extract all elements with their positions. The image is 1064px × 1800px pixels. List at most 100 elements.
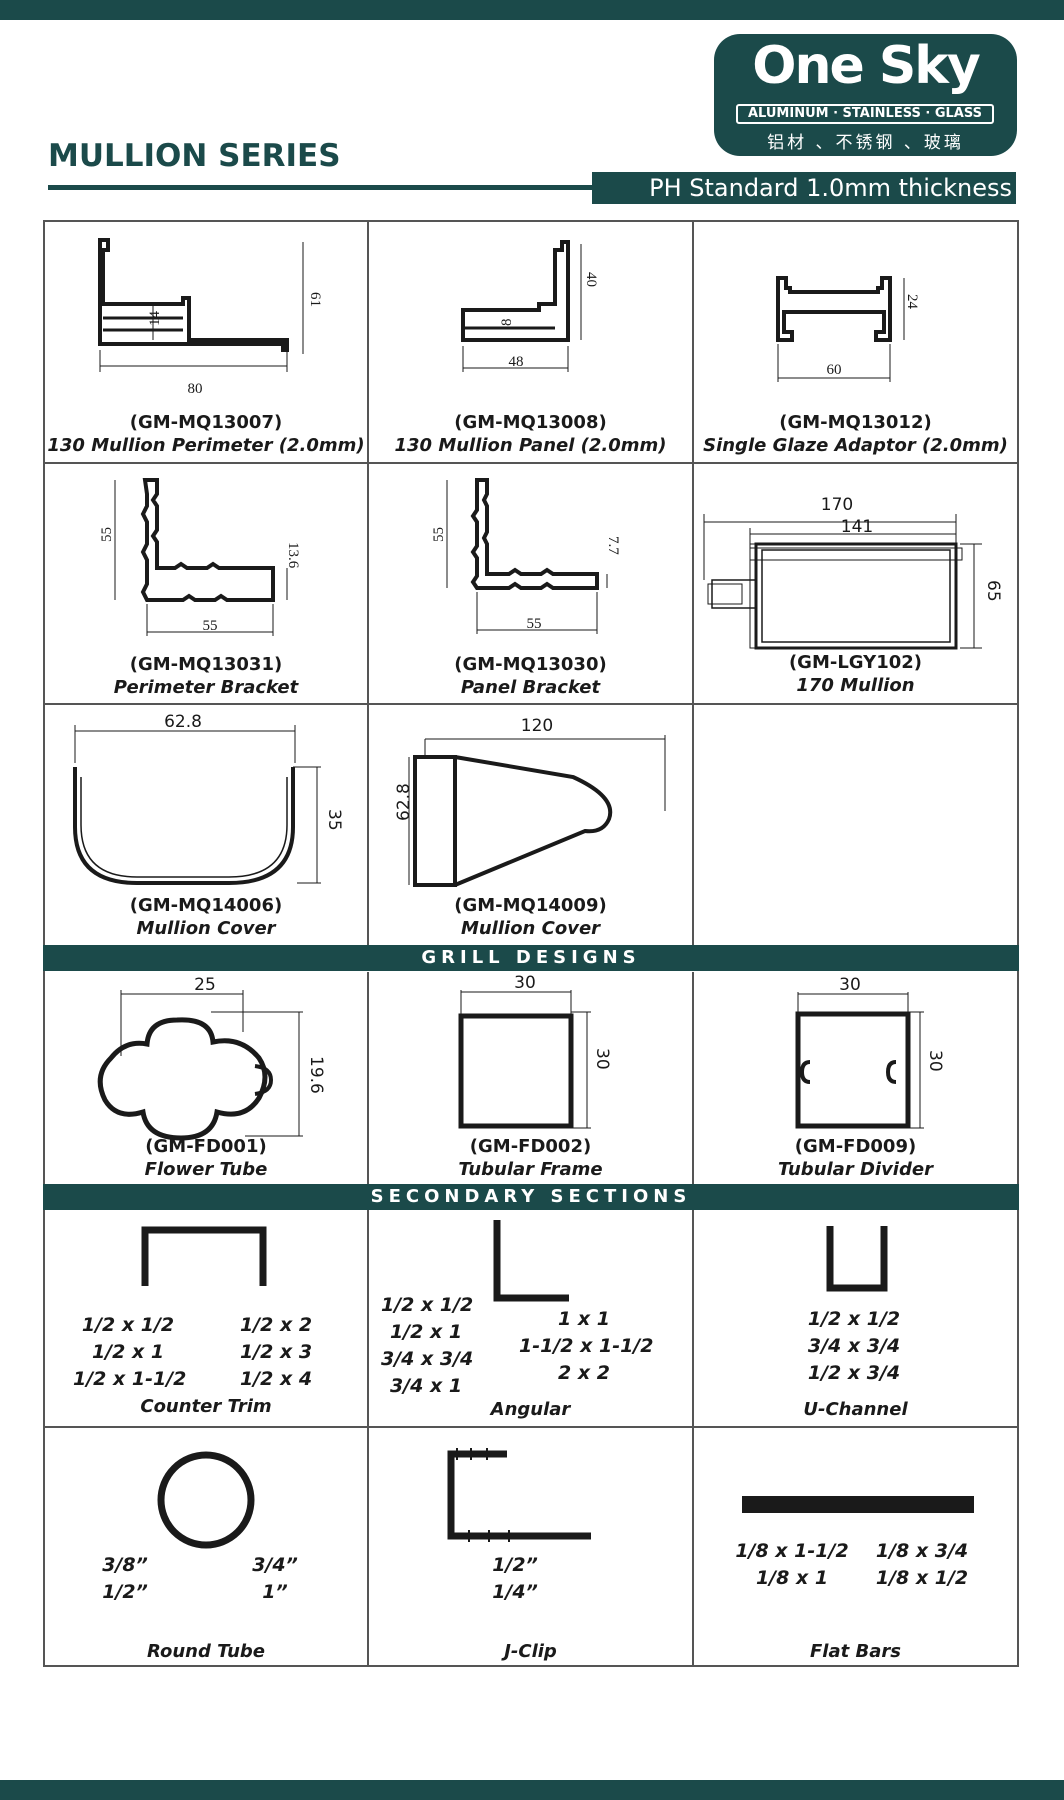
product-code: (GM-FD009) bbox=[794, 1136, 917, 1157]
dim-width: 55 bbox=[203, 618, 218, 634]
dim-height: 55 bbox=[431, 527, 447, 542]
flat-bar-icon bbox=[742, 1496, 974, 1513]
logo-wordmark: One Sky bbox=[752, 36, 981, 96]
product-name: Tubular Divider bbox=[778, 1159, 933, 1180]
profile-drawing-lgy102: 170 141 65 bbox=[703, 495, 1003, 650]
profile-drawing-fd001: 25 19.6 bbox=[97, 975, 326, 1141]
dim-inner: 14 bbox=[147, 311, 163, 327]
section-angular: 1/2 x 1/2 1/2 x 1 3/4 x 3/4 3/4 x 1 1 x … bbox=[369, 1210, 692, 1426]
section-name: U-Channel bbox=[803, 1399, 908, 1420]
product-gm-mq14009: 120 62.8 (GM-MQ14009) Mullion Cover bbox=[369, 705, 692, 945]
logo-chinese-tagline: 铝材 、不锈钢 、玻璃 bbox=[767, 133, 964, 153]
size-list-right: 1/2 x 2 1/2 x 3 1/2 x 4 bbox=[239, 1314, 313, 1390]
grid-divider bbox=[692, 220, 694, 946]
size-list-left: 1/2 x 1/2 1/2 x 1 3/4 x 3/4 3/4 x 1 bbox=[381, 1294, 474, 1397]
product-name: Tubular Frame bbox=[458, 1159, 603, 1180]
product-gm-mq13008: 48 40 8 (GM-MQ13008) 130 Mullion Panel (… bbox=[369, 222, 692, 462]
catalog-grid bbox=[43, 220, 1019, 1667]
dim-height: 35 bbox=[324, 809, 344, 831]
profile-drawing-fd002: 30 30 bbox=[458, 973, 612, 1129]
product-gm-mq13007: 80 61 14 (GM-MQ13007) 130 Mullion Perime… bbox=[45, 222, 367, 462]
product-code: (GM-FD002) bbox=[469, 1136, 592, 1157]
dim-thickness: 13.6 bbox=[285, 542, 301, 569]
product-code: (GM-LGY102) bbox=[788, 652, 923, 673]
dim-width: 120 bbox=[521, 716, 553, 736]
grid-divider bbox=[43, 462, 1019, 464]
size-list-right: 1 x 1 1-1/2 x 1-1/2 2 x 2 bbox=[519, 1308, 654, 1384]
product-code: (GM-MQ13008) bbox=[454, 412, 607, 433]
round-tube-icon bbox=[157, 1451, 255, 1549]
section-name: Counter Trim bbox=[140, 1396, 272, 1417]
profile-drawing-mq14009: 120 62.8 bbox=[394, 716, 666, 887]
dim-width: 60 bbox=[827, 362, 842, 378]
product-code: (GM-MQ13007) bbox=[129, 412, 283, 433]
product-code: (GM-FD001) bbox=[145, 1136, 267, 1157]
size-list-right: 1/8 x 3/4 1/8 x 1/2 bbox=[875, 1540, 969, 1589]
profile-drawing-mq13008: 48 40 8 bbox=[461, 240, 599, 372]
product-code: (GM-MQ13031) bbox=[129, 654, 283, 675]
section-name: Round Tube bbox=[147, 1641, 265, 1662]
product-name: Panel Bracket bbox=[460, 677, 601, 698]
dim-width: 30 bbox=[514, 973, 536, 993]
size-list-left: 1/2 x 1/2 1/2 x 1 1/2 x 1-1/2 bbox=[73, 1314, 187, 1390]
product-name: 130 Mullion Perimeter (2.0mm) bbox=[47, 435, 365, 456]
angular-icon bbox=[493, 1220, 569, 1302]
product-gm-fd002: 30 30 (GM-FD002) Tubular Frame bbox=[369, 972, 692, 1184]
size-list-right: 3/4” 1” bbox=[252, 1554, 298, 1603]
profile-drawing-fd009: 30 30 bbox=[795, 975, 945, 1129]
dim-height: 19.6 bbox=[306, 1056, 326, 1094]
j-clip-icon bbox=[447, 1448, 591, 1542]
product-gm-mq13012: 60 24 (GM-MQ13012) Single Glaze Adaptor … bbox=[694, 222, 1017, 462]
dim-width: 62.8 bbox=[164, 712, 202, 732]
product-name: Mullion Cover bbox=[136, 918, 276, 939]
thickness-standard-label: PH Standard 1.0mm thickness bbox=[592, 172, 1016, 204]
page-title: MULLION SERIES bbox=[48, 138, 341, 174]
section-name: J-Clip bbox=[504, 1641, 557, 1662]
profile-drawing-mq14006: 62.8 35 bbox=[73, 712, 344, 885]
dim-width: 25 bbox=[194, 975, 216, 995]
size-list: 1/2 x 1/2 3/4 x 3/4 1/2 x 3/4 bbox=[807, 1308, 901, 1384]
product-name: Flower Tube bbox=[144, 1159, 268, 1180]
one-sky-logo: One Sky ALUMINUM · STAINLESS · GLASS 铝材 … bbox=[714, 34, 1017, 156]
dim-width: 55 bbox=[527, 616, 542, 632]
section-j-clip: 1/2” 1/4” J-Clip bbox=[369, 1428, 692, 1666]
product-gm-fd001: 25 19.6 (GM-FD001) Flower Tube bbox=[45, 972, 367, 1184]
product-gm-mq13031: 55 55 13.6 (GM-MQ13031) Perimeter Bracke… bbox=[45, 464, 367, 703]
dim-width: 48 bbox=[509, 354, 524, 370]
dim-height: 40 bbox=[583, 272, 599, 287]
grid-divider bbox=[692, 1210, 694, 1667]
title-underline bbox=[48, 185, 592, 190]
grid-divider bbox=[367, 972, 369, 1184]
section-flat-bars: 1/8 x 1-1/2 1/8 x 1 1/8 x 3/4 1/8 x 1/2 … bbox=[694, 1428, 1017, 1666]
dim-thickness: 7.7 bbox=[605, 536, 621, 555]
dim-inner: 8 bbox=[499, 319, 515, 327]
section-header-grill: GRILL DESIGNS bbox=[43, 945, 1019, 971]
section-round-tube: 3/8” 1/2” 3/4” 1” Round Tube bbox=[45, 1428, 367, 1666]
product-name: 170 Mullion bbox=[796, 675, 915, 696]
dim-inner-width: 141 bbox=[841, 517, 873, 537]
grid-divider bbox=[367, 220, 369, 946]
dim-outer-width: 170 bbox=[821, 495, 853, 515]
product-code: (GM-MQ13012) bbox=[779, 412, 932, 433]
dim-height: 30 bbox=[925, 1050, 945, 1072]
dim-height: 24 bbox=[904, 294, 920, 310]
logo-tagline: ALUMINUM · STAINLESS · GLASS bbox=[736, 104, 994, 124]
product-gm-fd009: 30 30 (GM-FD009) Tubular Divider bbox=[694, 972, 1017, 1184]
size-list-left: 3/8” 1/2” bbox=[102, 1554, 148, 1603]
section-name: Flat Bars bbox=[810, 1641, 901, 1662]
section-u-channel: 1/2 x 1/2 3/4 x 3/4 1/2 x 3/4 U-Channel bbox=[694, 1210, 1017, 1426]
dim-height: 55 bbox=[99, 527, 115, 542]
product-gm-mq14006: 62.8 35 (GM-MQ14006) Mullion Cover bbox=[45, 705, 367, 945]
dim-height: 30 bbox=[592, 1048, 612, 1070]
product-gm-lgy102: 170 141 65 (GM-LGY102) 170 Mullion bbox=[694, 464, 1017, 703]
product-code: (GM-MQ14006) bbox=[129, 895, 283, 916]
grid-divider bbox=[367, 1210, 369, 1667]
profile-drawing-mq13012: 60 24 bbox=[776, 276, 920, 382]
product-name: Mullion Cover bbox=[460, 918, 601, 939]
dim-height: 62.8 bbox=[394, 783, 414, 821]
product-code: (GM-MQ13030) bbox=[454, 654, 607, 675]
product-name: Perimeter Bracket bbox=[113, 677, 299, 698]
section-name: Angular bbox=[490, 1399, 571, 1420]
profile-drawing-mq13030: 55 55 7.7 bbox=[431, 478, 621, 634]
size-list-left: 1/8 x 1-1/2 1/8 x 1 bbox=[735, 1540, 849, 1589]
